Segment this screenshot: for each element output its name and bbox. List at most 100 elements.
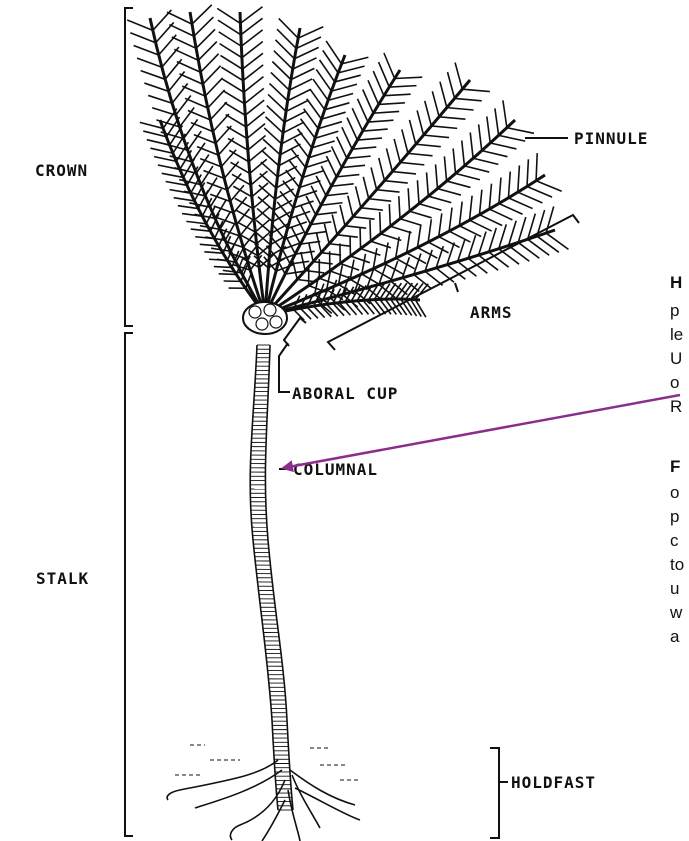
pinnule (436, 164, 438, 188)
pinnule (340, 205, 345, 226)
pinnule (427, 172, 429, 196)
pinnule (508, 198, 532, 209)
side-text-line: p (670, 506, 689, 528)
pinnule (374, 300, 385, 315)
pinnule (518, 165, 520, 192)
pinnule (336, 175, 359, 177)
side-text-line: F (670, 456, 689, 478)
pinnule (332, 214, 337, 234)
pinnule (258, 197, 274, 211)
pinnule (369, 199, 391, 201)
pinnule (384, 53, 395, 78)
crown-bracket (125, 8, 133, 326)
pinnule (353, 217, 375, 219)
pinnule (340, 263, 359, 270)
pinnule (203, 66, 221, 84)
pinnule (172, 84, 188, 104)
pinnule (250, 159, 267, 173)
pinnule (390, 299, 401, 315)
pinnule (419, 204, 442, 211)
pinnule (449, 231, 470, 242)
pinnule (503, 100, 507, 127)
pinnule (289, 160, 303, 178)
pinnule (335, 75, 361, 82)
pinnule (368, 120, 393, 122)
pinnule (172, 37, 196, 48)
pointer-arrow (283, 395, 680, 468)
pinnule (462, 140, 465, 165)
pinnule (438, 189, 461, 195)
crinoid-holdfast (167, 745, 360, 841)
pinnule (546, 233, 568, 249)
pinnule (281, 247, 290, 264)
pinnule (293, 58, 317, 69)
side-text-line: o (670, 482, 689, 504)
pinnule (316, 212, 337, 215)
pinnule (166, 182, 187, 186)
pinnule (226, 115, 246, 127)
pinnule (509, 221, 517, 246)
pinnule (518, 192, 543, 203)
pinnule (499, 224, 507, 248)
crinoid-stalk (250, 345, 293, 810)
pinnule (447, 108, 474, 110)
pinnule (357, 301, 368, 315)
pinnule (400, 162, 424, 164)
side-text-line: R (670, 396, 689, 418)
pinnule (487, 116, 490, 143)
pinnule (408, 153, 433, 155)
pinnule-label: PINNULE (574, 129, 648, 148)
pinnule (342, 57, 369, 64)
pinnule (417, 110, 423, 135)
cup-plate (256, 318, 268, 330)
pinnule (361, 208, 383, 210)
pinnule (244, 88, 263, 103)
pinnule (180, 107, 195, 126)
pinnule (196, 155, 209, 174)
pinnule (464, 166, 489, 172)
pinnule (144, 83, 168, 91)
pinnule (264, 128, 281, 144)
stalk-bracket (125, 333, 133, 836)
pinnule (363, 177, 368, 199)
pinnule (338, 66, 364, 73)
pinnule (195, 237, 214, 239)
pinnule (439, 237, 460, 248)
pinnule (286, 170, 300, 187)
pinnule (210, 102, 226, 120)
pinnule (499, 135, 526, 141)
pinnule (191, 229, 211, 231)
pinnule (180, 74, 203, 84)
pinnule (417, 180, 419, 203)
pinnule (337, 235, 358, 237)
side-text-line: w (670, 602, 689, 624)
pinnule (439, 117, 465, 119)
pinnule (283, 122, 304, 133)
pinnule (384, 181, 407, 183)
pinnule (449, 208, 452, 232)
pinnule (186, 221, 206, 223)
pinnule (214, 267, 232, 268)
arms-label: ARMS (470, 303, 513, 322)
pinnule (245, 100, 264, 115)
pinnule (298, 27, 323, 38)
pinnule (459, 226, 481, 237)
pinnule (291, 226, 300, 244)
pinnule (527, 186, 552, 197)
pinnule (428, 219, 431, 242)
pinnule (277, 29, 296, 48)
pinnule (325, 103, 350, 110)
pinnule (305, 232, 325, 235)
pinnule (134, 45, 159, 55)
holdfast-label: HOLDFAST (511, 773, 596, 792)
pinnule (384, 94, 411, 96)
pinnule (357, 138, 382, 140)
pinnule (409, 120, 415, 144)
side-text-line: o (670, 372, 689, 394)
pinnule (137, 58, 162, 67)
pinnule (390, 226, 411, 233)
pinnule (402, 129, 408, 153)
pinnule (351, 301, 362, 314)
pinnule (379, 103, 405, 105)
